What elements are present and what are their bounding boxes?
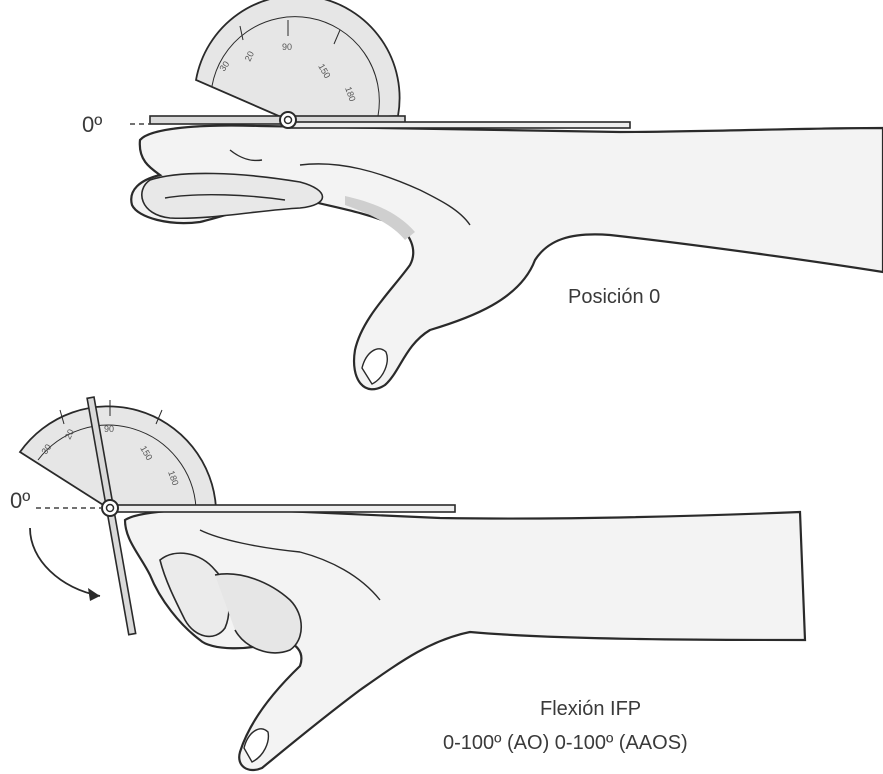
bottom-scale-90: 90 (104, 424, 114, 434)
bottom-hand-illustration (125, 509, 805, 770)
flexion-arrowhead-icon (88, 588, 100, 601)
top-goniometer: 30 20 90 150 180 (130, 0, 630, 128)
top-goniometer-pivot-core (285, 117, 292, 124)
flexion-caption-title: Flexión IFP (540, 698, 641, 721)
bottom-goniometer-fixed-arm (110, 505, 455, 512)
top-zero-label: 0º (82, 112, 102, 138)
flexion-arc-arrow (30, 528, 100, 596)
top-hand-outline (131, 126, 883, 390)
top-goniometer-moving-arm (290, 122, 630, 128)
bottom-hand-outline (125, 509, 805, 770)
bottom-goniometer-pivot-core (107, 505, 114, 512)
position-zero-caption: Posición 0 (568, 286, 660, 309)
flexion-caption-range: 0-100º (AO) 0-100º (AAOS) (443, 732, 688, 755)
top-scale-90: 90 (282, 42, 292, 52)
bottom-protractor-dial (20, 406, 216, 508)
bottom-zero-label: 0º (10, 488, 30, 514)
top-hand-illustration (131, 126, 883, 390)
